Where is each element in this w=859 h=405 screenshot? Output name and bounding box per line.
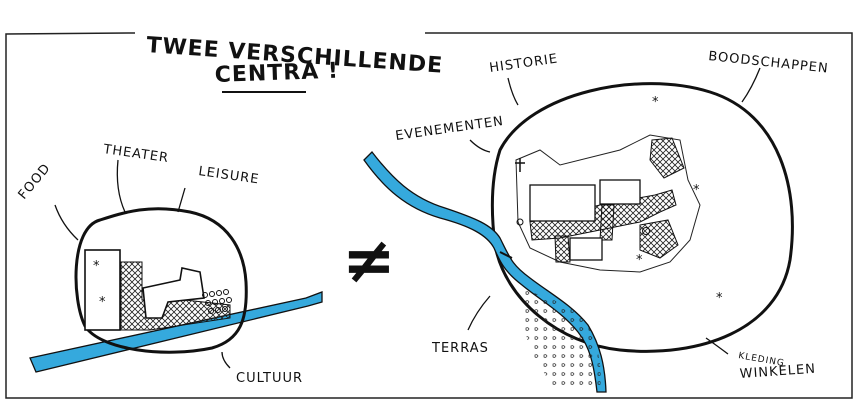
label-boodschappen: BOODSCHAPPEN xyxy=(708,49,830,77)
leader-food xyxy=(54,204,79,241)
label-historie: HISTORIE xyxy=(488,51,559,75)
leader-leisure xyxy=(177,187,186,213)
label-food: FOOD xyxy=(16,161,54,203)
right-fountain-circle xyxy=(642,227,650,235)
label-leisure: LEISURE xyxy=(197,164,260,187)
svg-text:*: * xyxy=(693,183,700,198)
leader-cultuur xyxy=(221,351,231,369)
left-building-food xyxy=(84,249,121,331)
label-terras: TERRAS xyxy=(431,341,489,356)
leader-terras xyxy=(467,295,491,331)
right-river xyxy=(363,151,607,393)
left-city-boundary xyxy=(74,207,248,354)
leader-boodschappen xyxy=(741,67,761,103)
right-hatched-north xyxy=(649,137,685,179)
title-line-2: CENTRA ! xyxy=(214,59,339,88)
right-river-bridge xyxy=(499,251,513,259)
right-stars: * * * * xyxy=(636,95,723,306)
leader-winkelen xyxy=(705,337,729,355)
frame-border xyxy=(5,32,853,399)
right-historic-outline xyxy=(515,134,701,273)
left-star-1: * xyxy=(93,259,100,274)
leader-historie xyxy=(507,77,519,106)
right-hatched-cross xyxy=(554,204,615,263)
left-river xyxy=(29,291,323,373)
svg-text:*: * xyxy=(716,291,723,306)
label-cultuur: CULTUUR xyxy=(236,371,303,386)
label-theater: THEATER xyxy=(101,142,169,166)
right-city-sketch: * * * * xyxy=(363,67,794,393)
leader-theater xyxy=(116,159,126,213)
right-small-circle xyxy=(516,218,524,226)
not-equal-sign: ≠ xyxy=(342,224,396,298)
svg-text:*: * xyxy=(636,253,643,268)
leader-evenementen xyxy=(469,139,491,153)
right-hatched-square xyxy=(639,219,679,259)
right-building-3 xyxy=(569,237,603,261)
left-star-2: * xyxy=(99,295,106,310)
label-winkelen: WINKELEN xyxy=(739,362,816,382)
right-building-2 xyxy=(599,179,641,205)
right-church-cross xyxy=(515,158,525,172)
left-culture-dots xyxy=(202,289,232,314)
right-building-1 xyxy=(529,184,596,222)
left-building-theater xyxy=(142,267,205,319)
svg-text:*: * xyxy=(652,95,659,110)
label-evenementen: EVENEMENTEN xyxy=(394,114,504,144)
left-city-sketch: * * xyxy=(29,159,323,373)
right-wooded-area xyxy=(522,290,601,390)
